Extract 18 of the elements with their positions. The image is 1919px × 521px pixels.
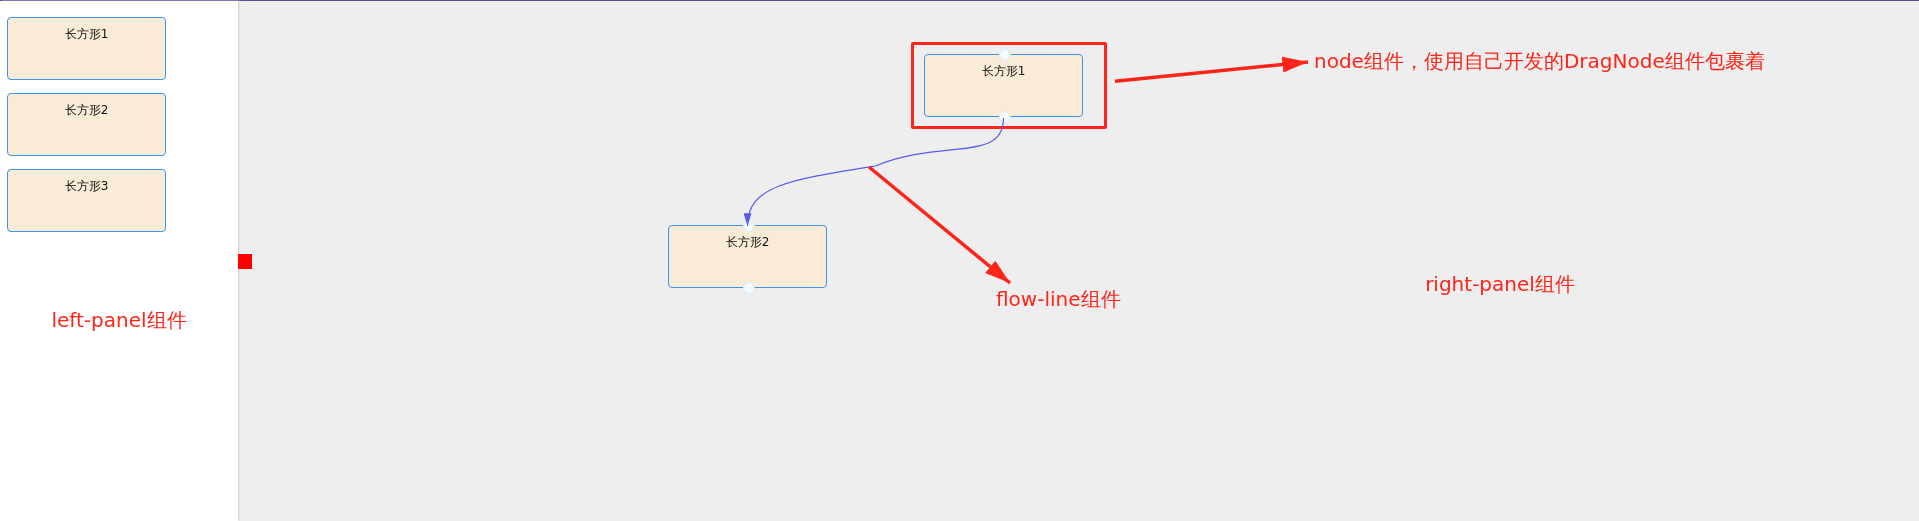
- left-panel: [0, 1, 238, 521]
- shape-card: [7, 17, 166, 80]
- pointer-arrow: [867, 165, 1012, 285]
- shape-label: 长方形1: [63, 26, 110, 43]
- annotation-text: node组件，使用自己开发的DragNode组件包裹着: [1314, 48, 1765, 75]
- pointer-arrow: [1114, 56, 1309, 84]
- shape-label: 长方形1: [980, 63, 1027, 80]
- annotation-text: right-panel组件: [1424, 271, 1576, 298]
- shape-card: [7, 169, 166, 232]
- connector-arrow: [744, 117, 1005, 227]
- annotation-text: flow-line组件: [996, 286, 1121, 313]
- shape-card: [7, 93, 166, 156]
- canvas-panel: [240, 1, 1919, 521]
- shape-label: 长方形2: [724, 234, 771, 251]
- annotation-text: left-panel组件: [50, 307, 188, 334]
- highlight-frame: [911, 42, 1107, 129]
- shape-label: 长方形2: [63, 102, 110, 119]
- shape-label: 长方形3: [63, 178, 110, 195]
